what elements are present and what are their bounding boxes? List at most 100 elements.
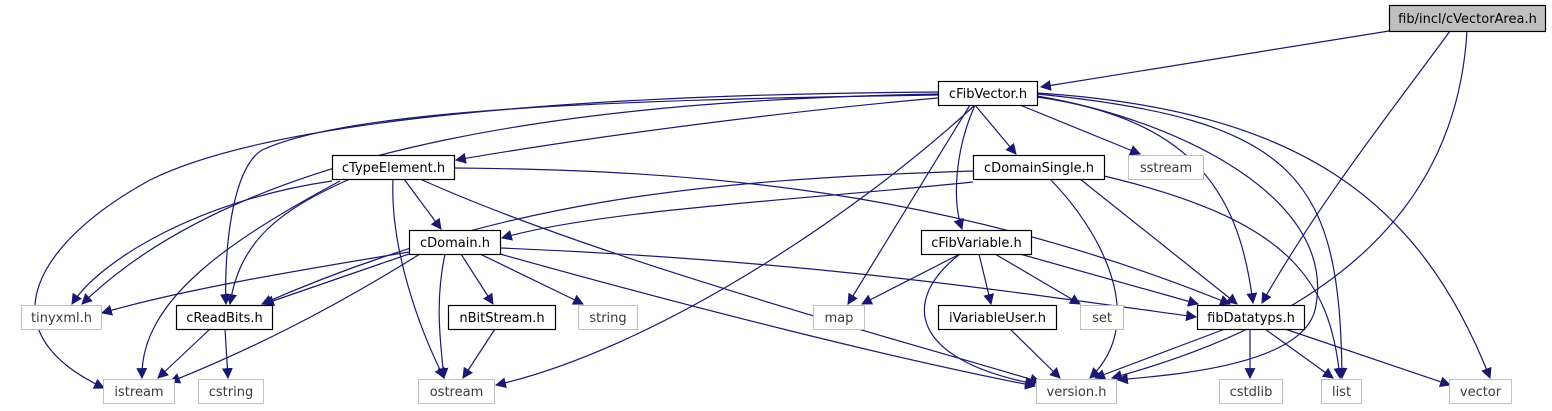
edge-cFibVector-to-cDomainSingle <box>974 104 1017 155</box>
edge-fibDatatyps-to-list <box>1264 328 1334 379</box>
edge-cTypeElement-to-version <box>419 178 1042 385</box>
node-box <box>408 229 502 256</box>
edge-cDomainSingle-to-fibDatatyps <box>1079 178 1238 305</box>
edge-cFibVector-to-vector <box>1036 92 1492 380</box>
node-box <box>331 154 456 181</box>
node-label: cTypeElement.h <box>342 161 445 176</box>
node-box <box>1449 379 1512 404</box>
node-box <box>418 379 495 404</box>
edge-cDomainSingle-to-version <box>1049 178 1118 379</box>
node-box <box>937 80 1039 107</box>
node-box <box>813 305 865 330</box>
edge-fibDatatyps-to-version <box>1093 328 1226 380</box>
node-label: map <box>825 311 854 326</box>
node-label: cFibVariable.h <box>931 236 1022 251</box>
node-sstream[interactable]: sstream <box>1128 155 1204 180</box>
node-fibDatatyps[interactable]: fibDatatyps.h <box>1196 304 1306 331</box>
edge-cDomainSingle-to-cDomain <box>500 181 974 241</box>
node-nBitStream[interactable]: nBitStream.h <box>447 304 557 331</box>
node-label: ostream <box>430 385 484 400</box>
edge-cTypeElement-to-cReadBits <box>226 178 351 306</box>
edge-cFibVector-to-list <box>1036 93 1348 380</box>
node-label: set <box>1092 311 1112 326</box>
edge-nBitStream-to-ostream <box>462 328 496 379</box>
node-label: nBitStream.h <box>459 311 544 326</box>
node-label: string <box>589 311 626 326</box>
node-box <box>972 154 1106 181</box>
node-box <box>1196 304 1306 331</box>
edge-cFibVector-to-version <box>1036 95 1318 385</box>
node-label: fibDatatyps.h <box>1207 311 1295 326</box>
edge-cDomain-to-tinyxml <box>100 251 410 316</box>
node-vector[interactable]: vector <box>1449 379 1512 404</box>
edge-root-to-version <box>1110 30 1468 381</box>
node-iVariableUser[interactable]: iVariableUser.h <box>937 304 1058 331</box>
edge-cFibVector-to-sstream <box>1019 104 1142 156</box>
node-cDomainSingle[interactable]: cDomainSingle.h <box>972 154 1106 181</box>
node-label: vector <box>1460 385 1502 400</box>
edge-cFibVariable-to-set <box>994 253 1081 305</box>
node-box <box>1219 379 1283 404</box>
edge-cDomain-to-ostream <box>437 253 449 380</box>
node-label: fib/incl/cVectorArea.h <box>1398 12 1537 27</box>
node-label: cReadBits.h <box>186 311 263 326</box>
node-label: list <box>1332 385 1351 400</box>
node-box <box>1036 379 1117 404</box>
node-label: cDomainSingle.h <box>984 161 1094 176</box>
edge-cDomainSingle-to-cReadBits <box>260 170 974 306</box>
node-box <box>447 304 557 331</box>
edge-cDomain-to-istream <box>168 253 421 384</box>
edge-cFibVector-to-cReadBits <box>220 94 939 306</box>
edge-cFibVariable-to-version <box>924 253 1037 388</box>
node-map[interactable]: map <box>813 305 865 330</box>
node-box <box>937 304 1058 331</box>
edge-fibDatatyps-to-vector <box>1284 328 1452 388</box>
node-label: cDomain.h <box>420 236 490 251</box>
node-label: iVariableUser.h <box>949 311 1046 326</box>
edge-cDomain-to-string <box>479 253 584 305</box>
node-cstring[interactable]: cstring <box>198 379 264 404</box>
node-box <box>21 305 102 330</box>
node-box <box>1388 4 1547 33</box>
node-box <box>175 304 274 331</box>
edge-cReadBits-to-cstring <box>221 328 233 380</box>
edge-cFibVector-to-map <box>847 104 971 305</box>
node-box <box>103 379 175 404</box>
edge-cFibVector-to-cTypeElement <box>454 97 939 164</box>
edges-layer <box>34 30 1492 390</box>
node-ostream[interactable]: ostream <box>418 379 495 404</box>
node-tinyxml[interactable]: tinyxml.h <box>21 305 102 330</box>
node-istream[interactable]: istream <box>103 379 175 404</box>
edge-cTypeElement-to-istream <box>136 180 341 380</box>
node-version[interactable]: version.h <box>1036 379 1117 404</box>
edge-cDomain-to-cReadBits <box>262 253 410 306</box>
edge-cDomain-to-version <box>499 253 1037 390</box>
edge-cFibVector-to-tinyxml <box>81 93 939 305</box>
node-label: tinyxml.h <box>31 311 92 326</box>
node-box <box>1080 305 1124 330</box>
node-cstdlib[interactable]: cstdlib <box>1219 379 1283 404</box>
node-root: fib/incl/cVectorArea.h <box>1388 4 1547 33</box>
node-set[interactable]: set <box>1080 305 1124 330</box>
node-box <box>1128 155 1204 180</box>
edge-cTypeElement-to-cDomain <box>403 178 442 230</box>
edge-cTypeElement-to-fibDatatyps <box>453 167 1232 306</box>
node-box <box>920 229 1033 256</box>
node-cFibVector[interactable]: cFibVector.h <box>937 80 1039 107</box>
node-cTypeElement[interactable]: cTypeElement.h <box>331 154 456 181</box>
node-box <box>1321 379 1362 404</box>
node-cReadBits[interactable]: cReadBits.h <box>175 304 274 331</box>
node-cFibVariable[interactable]: cFibVariable.h <box>920 229 1033 256</box>
edge-root-to-cFibVector <box>1039 30 1390 91</box>
edge-cFibVector-to-ostream <box>494 104 976 389</box>
node-string[interactable]: string <box>578 305 638 330</box>
node-box <box>198 379 264 404</box>
edge-cFibVariable-to-iVariableUser <box>978 253 995 306</box>
edge-cTypeElement-to-tinyxml <box>71 180 333 305</box>
node-list[interactable]: list <box>1321 379 1362 404</box>
node-cDomain[interactable]: cDomain.h <box>408 229 502 256</box>
node-box <box>578 305 638 330</box>
node-label: cFibVector.h <box>949 87 1027 102</box>
node-label: cstring <box>209 385 253 400</box>
edge-cDomainSingle-to-list <box>1103 175 1345 380</box>
